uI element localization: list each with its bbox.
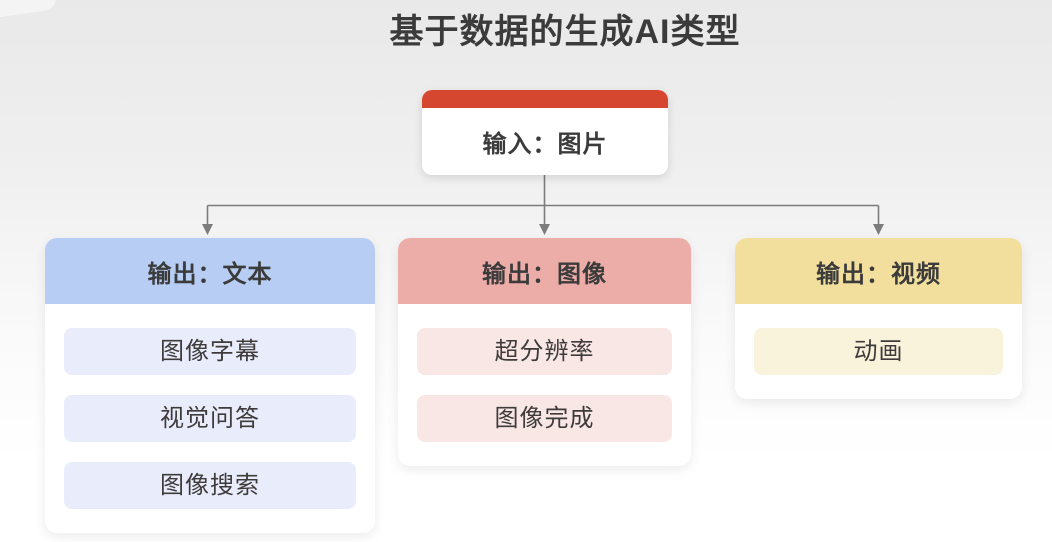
node-input-image: 输入：图片 <box>422 90 668 175</box>
arrowhead-middle <box>539 224 550 235</box>
output-text-body: 图像字幕 视觉问答 图像搜索 <box>45 304 375 533</box>
arrowhead-right <box>873 224 884 235</box>
output-text-header: 输出：文本 <box>45 238 375 304</box>
item-visual-qa: 视觉问答 <box>64 395 356 442</box>
item-image-completion: 图像完成 <box>417 395 672 442</box>
input-card-header-bar <box>422 90 668 108</box>
item-super-resolution: 超分辨率 <box>417 328 672 375</box>
item-animation: 动画 <box>754 328 1003 375</box>
output-image-body: 超分辨率 图像完成 <box>398 304 691 466</box>
output-video-body: 动画 <box>735 304 1022 399</box>
node-output-text: 输出：文本 图像字幕 视觉问答 图像搜索 <box>45 238 375 533</box>
arrowhead-left <box>202 224 213 235</box>
output-video-header: 输出：视频 <box>735 238 1022 304</box>
input-card-label: 输入：图片 <box>482 131 608 158</box>
output-image-header: 输出：图像 <box>398 238 691 304</box>
item-image-search: 图像搜索 <box>64 462 356 509</box>
connector-path <box>206 175 880 225</box>
diagram-title: 基于数据的生成AI类型 <box>389 13 741 51</box>
node-output-image: 输出：图像 超分辨率 图像完成 <box>398 238 691 466</box>
node-output-video: 输出：视频 动画 <box>735 238 1022 399</box>
item-image-captioning: 图像字幕 <box>64 328 356 375</box>
